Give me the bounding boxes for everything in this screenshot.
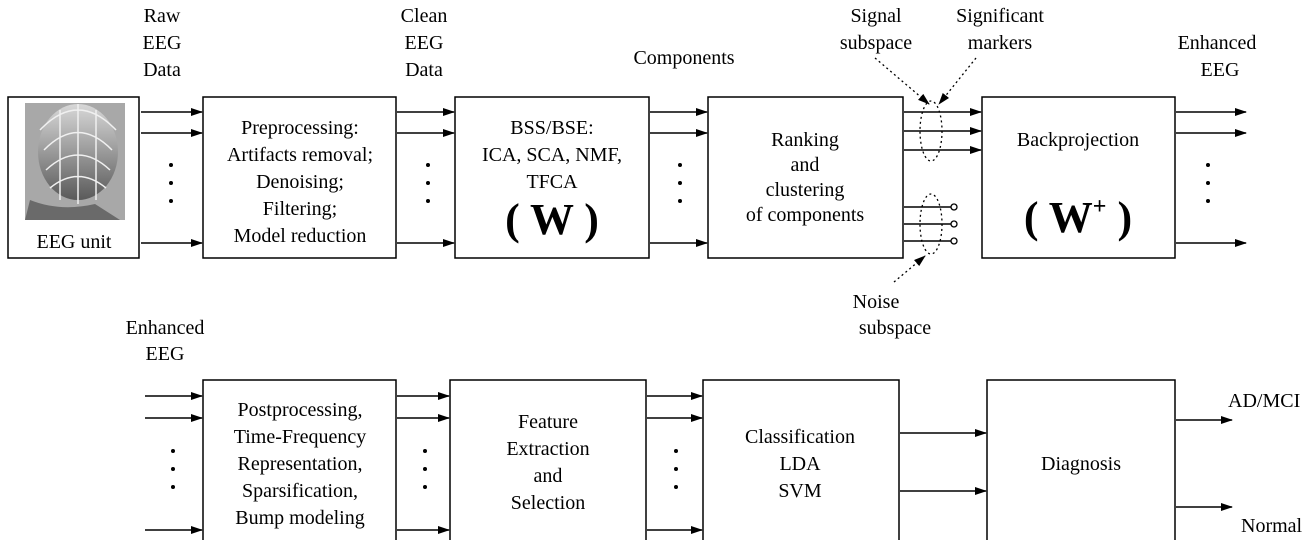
clean-eeg-arrows xyxy=(397,108,455,247)
svg-text:Signal: Signal xyxy=(850,5,902,27)
components-label: Components xyxy=(633,47,734,69)
enhanced-eeg-output-label: Enhanced EEG xyxy=(1178,32,1257,81)
diagnosis-label: Diagnosis xyxy=(1041,453,1121,475)
svg-text:subspace: subspace xyxy=(859,317,931,339)
diagnosis-block: Diagnosis xyxy=(986,379,1176,540)
diagnosis-output-arrows xyxy=(1176,416,1233,511)
classification-line-3: SVM xyxy=(778,480,822,502)
svg-text:EEG: EEG xyxy=(146,343,185,365)
output-normal-label: Normal xyxy=(1241,515,1302,537)
svg-text:Enhanced: Enhanced xyxy=(1178,32,1257,54)
ranking-line-1: Ranking xyxy=(771,129,839,151)
preprocessing-line-3: Denoising; xyxy=(256,171,344,193)
classification-line-1: Classification xyxy=(745,426,855,448)
backprojection-label: Backprojection xyxy=(1017,129,1139,151)
ranking-line-3: clustering xyxy=(766,179,845,201)
svg-text:subspace: subspace xyxy=(840,32,912,54)
svg-text:Raw: Raw xyxy=(144,5,181,27)
postprocessing-arrows xyxy=(397,392,450,534)
postprocessing-line-5: Bump modeling xyxy=(235,507,364,529)
feature-line-4: Selection xyxy=(511,492,585,514)
signal-subspace-label: Signal subspace xyxy=(840,5,912,54)
postprocessing-block: Postprocessing, Time-Frequency Represent… xyxy=(202,379,397,540)
svg-text:Noise: Noise xyxy=(853,291,900,313)
svg-text:Significant: Significant xyxy=(956,5,1044,27)
feature-line-1: Feature xyxy=(518,411,578,433)
raw-eeg-arrows xyxy=(141,108,203,247)
backprojection-matrix-label: ( W+ ) xyxy=(1024,193,1132,242)
eeg-cap-image xyxy=(25,103,125,220)
svg-text:EEG: EEG xyxy=(405,32,444,54)
ranking-line-4: of components xyxy=(746,204,865,226)
signal-subspace-arrows xyxy=(874,57,982,162)
svg-text:Data: Data xyxy=(405,59,443,81)
significant-markers-label: Significant markers xyxy=(956,5,1044,54)
eeg-unit-label: EEG unit xyxy=(37,231,112,253)
classification-block: Classification LDA SVM xyxy=(702,379,900,540)
svg-text:Enhanced: Enhanced xyxy=(126,317,205,339)
bss-line-3: TFCA xyxy=(526,171,578,193)
preprocessing-line-1: Preprocessing: xyxy=(241,117,359,139)
noise-subspace-ellipse xyxy=(919,193,943,255)
raw-eeg-data-label: Raw EEG Data xyxy=(143,5,182,81)
output-ad-mci-label: AD/MCI xyxy=(1228,390,1300,412)
bottom-input-arrows xyxy=(145,392,203,534)
clean-eeg-data-label: Clean EEG Data xyxy=(401,5,448,81)
feature-line-2: Extraction xyxy=(506,438,589,460)
feature-line-3: and xyxy=(534,465,563,487)
noise-subspace-label: Noise subspace xyxy=(853,291,932,339)
svg-text:Clean: Clean xyxy=(401,5,448,27)
feature-extraction-block: Feature Extraction and Selection xyxy=(449,379,647,540)
svg-text:EEG: EEG xyxy=(143,32,182,54)
preprocessing-line-4: Filtering; xyxy=(263,198,337,220)
ranking-clustering-block: Ranking and clustering of components xyxy=(707,96,904,259)
classification-arrows xyxy=(900,429,987,495)
postprocessing-line-4: Sparsification, xyxy=(242,480,358,502)
preprocessing-block: Preprocessing: Artifacts removal; Denois… xyxy=(202,96,397,259)
signal-subspace-ellipse xyxy=(919,100,943,162)
postprocessing-line-2: Time-Frequency xyxy=(234,426,367,448)
unmixing-matrix-label: ( W ) xyxy=(505,195,599,244)
noise-subspace-lines xyxy=(893,193,958,283)
feature-arrows xyxy=(647,392,703,534)
enhanced-eeg-arrows xyxy=(1176,108,1247,247)
preprocessing-line-5: Model reduction xyxy=(234,225,367,247)
svg-text:markers: markers xyxy=(968,32,1033,54)
bss-line-2: ICA, SCA, NMF, xyxy=(482,144,622,166)
bss-bse-block: BSS/BSE: ICA, SCA, NMF, TFCA ( W ) xyxy=(454,96,650,259)
enhanced-eeg-input-label: Enhanced EEG xyxy=(126,317,205,365)
ranking-line-2: and xyxy=(791,154,820,176)
eeg-unit-block: EEG unit xyxy=(7,96,140,259)
components-arrows xyxy=(650,108,708,247)
postprocessing-line-3: Representation, xyxy=(238,453,363,475)
svg-text:Data: Data xyxy=(143,59,181,81)
preprocessing-line-2: Artifacts removal; xyxy=(227,144,373,166)
svg-text:EEG: EEG xyxy=(1201,59,1240,81)
bss-line-1: BSS/BSE: xyxy=(510,117,593,139)
classification-line-2: LDA xyxy=(779,453,821,475)
backprojection-block: Backprojection ( W+ ) xyxy=(981,96,1176,259)
postprocessing-line-1: Postprocessing, xyxy=(238,399,363,421)
